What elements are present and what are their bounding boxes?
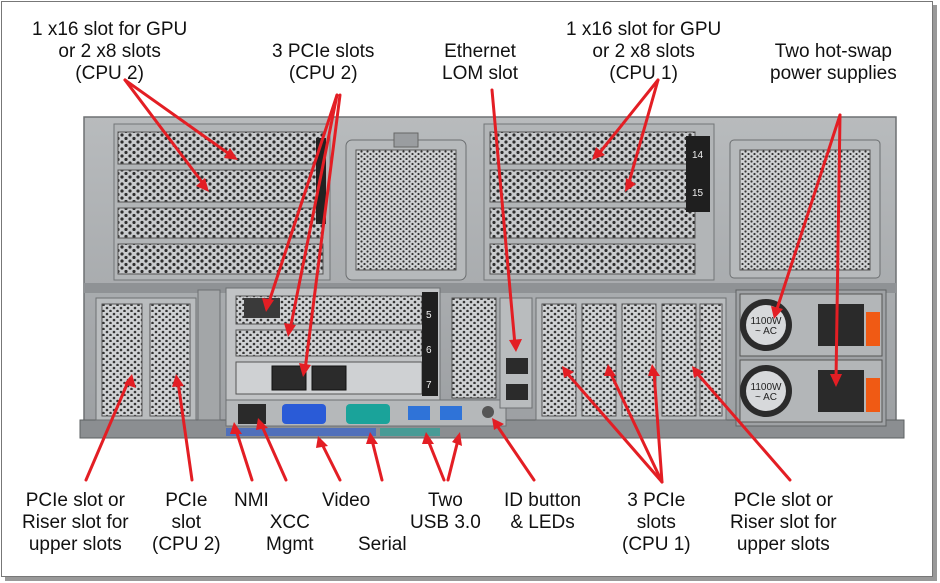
label-pcie3-cpu2: 3 PCIe slots (CPU 2) — [272, 41, 375, 84]
id-button — [482, 406, 494, 418]
psu-rating-2: 1100W — [751, 382, 783, 393]
label-power-supplies: Two hot-swap power supplies — [770, 41, 897, 84]
slot-number-6: 6 — [426, 345, 432, 356]
label-nmi: NMI — [234, 490, 269, 511]
label-pcie-riser-left: PCIe slot or Riser slot for upper slots — [22, 490, 129, 555]
usb-port-1 — [408, 406, 430, 420]
rear-io — [225, 399, 507, 436]
lower-left-slots — [95, 289, 221, 421]
slot-number-2: 2 — [320, 184, 326, 195]
psu-rating-1: 1100W — [751, 316, 783, 327]
callout-arrows — [84, 78, 842, 484]
lom-area — [451, 297, 533, 409]
label-pcie3-cpu1: 3 PCIe slots (CPU 1) — [622, 490, 691, 555]
gpu-cage-cpu1 — [483, 123, 715, 281]
video-port — [282, 404, 326, 424]
power-supplies — [735, 289, 887, 427]
label-xcc-mgmt: XCC Mgmt — [266, 512, 314, 555]
pcie-cage-cpu2 — [225, 287, 441, 401]
psu-ac-1: ~ AC — [755, 326, 777, 337]
arrow-heads — [124, 147, 842, 448]
label-usb: Two USB 3.0 — [410, 490, 481, 533]
slot-number-5: 5 — [426, 310, 432, 321]
slot-number-15: 15 — [692, 188, 704, 199]
label-ethernet-lom: Ethernet LOM slot — [442, 41, 519, 84]
label-id-button: ID button & LEDs — [504, 490, 582, 533]
psu-ac-2: ~ AC — [755, 392, 777, 403]
serial-port — [346, 404, 390, 424]
label-gpu-slot-cpu1: 1 x16 slot for GPU or 2 x8 slots (CPU 1) — [566, 19, 722, 84]
pcie-slots-cpu1 — [535, 297, 727, 421]
label-serial: Serial — [358, 534, 407, 555]
label-pcie-slot-cpu2: PCIe slot (CPU 2) — [152, 490, 221, 555]
label-video: Video — [322, 490, 371, 511]
upper-right-vent — [729, 139, 881, 279]
label-pcie-riser-right: PCIe slot or Riser slot for upper slots — [730, 490, 837, 555]
xcc-mgmt-port — [238, 404, 266, 424]
label-gpu-slot-cpu2: 1 x16 slot for GPU or 2 x8 slots (CPU 2) — [32, 19, 188, 84]
slot-number-7: 7 — [426, 380, 432, 391]
usb-port-2 — [440, 406, 462, 420]
slot-number-14: 14 — [692, 150, 704, 161]
center-vent — [345, 132, 467, 281]
